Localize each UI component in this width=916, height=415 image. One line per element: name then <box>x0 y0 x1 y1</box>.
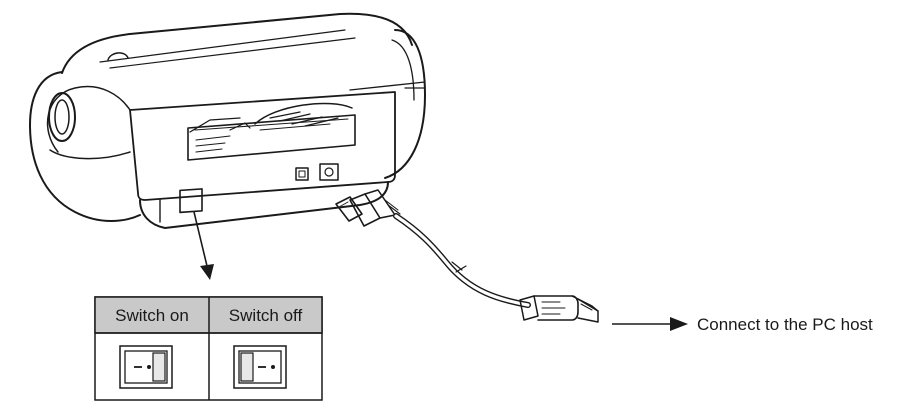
rocker-switch-on-icon <box>119 345 173 389</box>
switch-callout-arrow <box>193 211 214 280</box>
usb-cable-illustration <box>335 189 599 323</box>
rocker-switch-off-icon <box>233 345 287 389</box>
switch-off-header: Switch off <box>229 306 303 325</box>
switch-on-header: Switch on <box>115 306 189 325</box>
pc-host-arrow <box>612 317 688 331</box>
printer-illustration <box>29 12 426 229</box>
connect-pc-host-label: Connect to the PC host <box>697 315 873 334</box>
switch-state-table: Switch on Switch off <box>94 296 323 401</box>
